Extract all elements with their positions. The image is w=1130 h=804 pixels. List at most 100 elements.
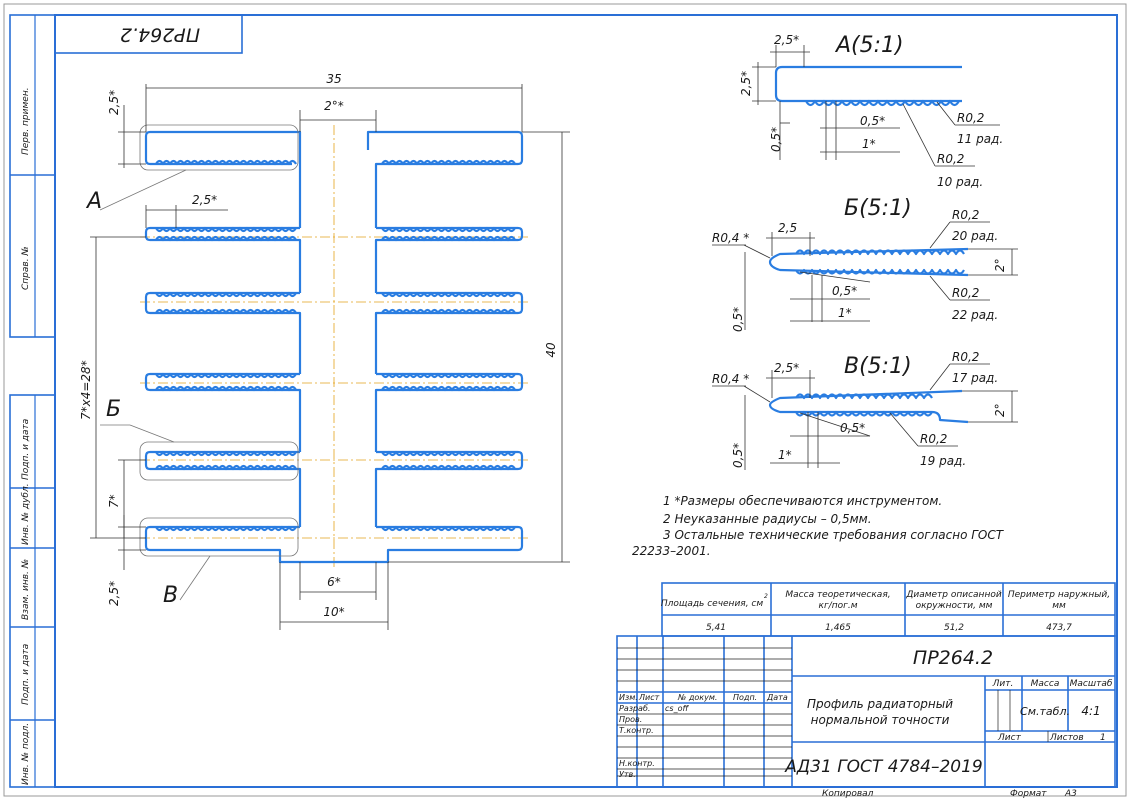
detail-B-dim-05-pitch: 0,5* [832,284,857,298]
props-h4a: Периметр наружный, [1008,590,1110,600]
detail-A-r1-count: 11 рад. [957,132,1003,146]
side-inv-podl: Инв. № подл. [21,723,31,785]
technical-notes: 1 *Размеры обеспечиваются инструментом. … [632,494,1005,558]
side-inv-dubl: Инв. № дубл. [21,483,31,545]
props-h1-sup: 2 [764,593,768,600]
title-izm: Изм. [619,693,638,702]
title-listov-value: 1 [1100,733,1106,743]
title-massa: Масса [1031,679,1060,689]
serration [155,235,297,242]
note-3b: 22233–2001. [632,544,711,558]
detail-V: В(5:1) R0,4 * 2,5* R0,2 17 рад. 2° 0,5* … [712,350,1018,470]
serration [795,410,933,417]
serration [381,450,516,457]
detail-B: Б(5:1) R0,4 * 2,5 R0,2 20 рад. 2° 0,5* 0… [712,196,1018,332]
serration [381,464,516,471]
title-lit: Лит. [992,679,1014,689]
props-v4: 473,7 [1046,623,1072,633]
dim-35: 35 [326,72,341,86]
title-utv: Утв. [619,770,636,779]
serration [155,372,297,379]
detail-V-r04: R0,4 * [712,372,749,386]
dim-40: 40 [544,342,558,358]
drawing-border [54,14,1118,788]
main-profile-view: А Б В 35 2°* 2,5* 2,5* 40 7*х4=28* [79,72,570,630]
detail-B-title: Б(5:1) [844,196,912,221]
serration [381,525,516,532]
title-razrab-name: cs_off [665,704,689,713]
side-vzam-inv: Взам. инв. № [21,559,31,620]
detail-V-r-bot: R0,2 [920,432,947,446]
detail-B-r04: R0,4 * [712,231,749,245]
title-material: АД31 ГОСТ 4784–2019 [784,757,982,777]
side-strip: Перв. примен. Справ. № Подп. и дата Инв.… [9,14,56,788]
sheet-edge [3,3,1127,797]
detail-A-r2-count: 10 рад. [937,175,983,189]
serration [381,226,516,233]
serration [805,99,960,107]
title-tkontr: Т.контр. [619,726,654,735]
detail-A-dim-1: 1* [862,137,876,151]
label-B: Б [106,397,121,422]
title-nkontr: Н.контр. [619,759,655,768]
detail-B-dim-1: 1* [838,306,852,320]
serration [381,308,516,315]
title-list: Лист [997,733,1022,743]
detail-B-dim-2deg: 2° [993,258,1007,272]
detail-A-dim-25-v: 2,5* [739,71,753,96]
props-h4b: мм [1052,601,1066,611]
profile-outline [144,130,524,564]
detail-B-r-top-count: 20 рад. [952,229,998,243]
detail-V-r-top-count: 17 рад. [952,371,998,385]
detail-A-title: А(5:1) [834,33,904,58]
title-doc-no: № докум. [677,693,717,702]
detail-A: А(5:1) 2,5* 2,5* 0,5* 0,5* 1* R0,2 11 ра… [739,33,1003,189]
title-format: Формат [1010,789,1047,799]
title-scale-value: 4:1 [1081,704,1100,718]
serration [381,291,516,298]
serration [155,450,297,457]
serration [381,385,516,392]
dim-2-5-fin: 2,5* [192,193,217,207]
title-massa-value: См.табл. [1020,705,1070,718]
title-kopiroval: Копировал [822,789,874,799]
serration [381,372,516,379]
note-3a: 3 Остальные технические требования согла… [663,528,1005,542]
title-list-col: Лист [638,693,660,702]
properties-table: Площадь сечения, см 2 Масса теоретическа… [661,582,1116,637]
detail-V-dim-05-pitch: 0,5* [840,421,865,435]
detail-B-r-bot: R0,2 [952,286,979,300]
note-2: 2 Неуказанные радиусы – 0,5мм. [663,512,872,526]
mirrored-drawing-number: ПР264.2 [120,24,200,46]
detail-A-dim-05: 0,5* [769,127,783,152]
props-h2a: Масса теоретическая, [785,590,890,600]
side-podp-data-2: Подп. и дата [21,644,31,705]
title-designation: ПР264.2 [913,647,993,669]
callout-A-frame [139,124,299,171]
dim-2-5-bottom: 2,5* [107,581,121,606]
props-h3b: окружности, мм [916,601,993,611]
props-h2b: кг/пог.м [819,601,858,611]
detail-V-dim-25: 2,5* [774,361,799,375]
side-sprav-no: Справ. № [21,246,31,290]
title-masshtab: Масштаб [1070,679,1113,689]
side-perv-primen: Перв. примен. [21,87,31,155]
props-v1: 5,41 [706,623,726,633]
title-podp: Подп. [733,693,757,702]
detail-A-dim-25-h: 2,5* [774,33,799,47]
label-V: В [163,583,178,608]
props-h1: Площадь сечения, см [661,599,764,609]
title-name-2: нормальной точности [811,713,950,727]
detail-B-r-top: R0,2 [952,208,979,222]
dim-6: 6* [327,575,341,589]
detail-B-r-bot-count: 22 рад. [952,308,998,322]
serration [155,226,297,233]
detail-V-title: В(5:1) [844,354,912,379]
props-v3: 51,2 [944,623,964,633]
title-prov: Пров. [619,715,642,724]
serration [155,385,297,392]
dim-2deg: 2°* [324,99,344,113]
callout-V-frame [139,517,299,557]
serration [155,159,297,166]
